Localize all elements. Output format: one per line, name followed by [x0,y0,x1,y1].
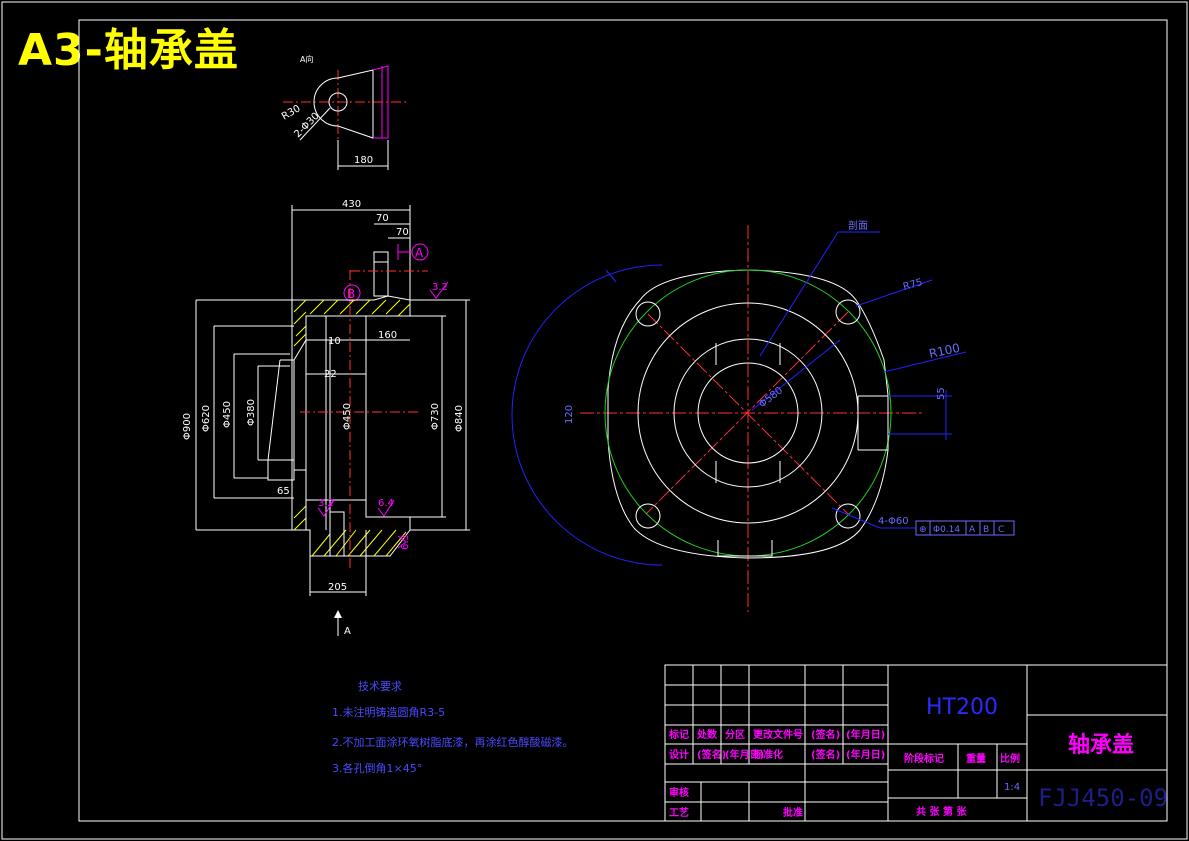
technical-notes: 技术要求 1.未注明铸造圆角R3-5 2.不加工面涂环氧树脂底漆，再涂红色醇酸磁… [332,680,574,775]
svg-text:分区: 分区 [725,728,745,741]
title-block [664,664,1168,822]
section-label: 剖面 [848,219,868,232]
inner-border [78,19,1168,822]
svg-text:处数: 处数 [696,728,718,741]
part-name: 轴承盖 [1068,732,1134,758]
note-item-3: 3.各孔倒角1×45° [332,761,422,775]
sheet-info: 共 张 第 张 [916,805,967,818]
section-marker-a [411,243,429,261]
svg-text:设计: 设计 [669,748,689,761]
svg-text:标准化: 标准化 [752,748,783,761]
dim-430: 430 [342,199,361,210]
dim-70b: 70 [396,227,409,238]
front-view: 剖面 R75 R100 Φ580 55 120 4-Φ60 ⊕ Φ0.14 A … [511,219,1015,612]
svg-text:更改文件号: 更改文件号 [753,728,803,741]
drawing-number: FJJ450-09 [1038,784,1168,812]
svg-text:(签名): (签名) [811,728,840,741]
dim-22: 22 [324,369,337,380]
dim-120: 120 [564,405,575,424]
svg-text:重量: 重量 [966,752,986,765]
svg-text:阶段标记: 阶段标记 [904,752,944,765]
svg-text:Φ0.14: Φ0.14 [933,525,960,535]
dim-phi620: Φ620 [201,405,212,432]
svg-text:比例: 比例 [1000,752,1020,765]
svg-text:(年月日): (年月日) [846,748,885,761]
dim-phi900: Φ900 [182,413,193,440]
svg-text:标记: 标记 [668,728,689,741]
svg-text:(年月日): (年月日) [846,728,885,741]
view-a-detail: A向 180 R30 2-Φ30 [280,54,408,170]
dim-r30: R30 [280,103,303,122]
svg-text:⊕: ⊕ [919,525,927,535]
drawing-title: A3-轴承盖 [18,25,239,76]
note-item-2: 2.不加工面涂环氧树脂底漆，再涂红色醇酸磁漆。 [332,735,574,749]
svg-text:B: B [347,287,355,301]
svg-text:(年月日): (年月日) [725,748,764,761]
svg-text:A: A [969,525,976,535]
dim-r100: R100 [928,341,961,361]
dim-180: 180 [354,155,373,166]
dim-phi450b: Φ450 [342,403,353,430]
dim-phi730: Φ730 [430,403,441,430]
roughness-6.4: 6.4 [378,498,394,509]
section-marker-b [343,284,361,302]
view-arrow-a: A [344,626,351,637]
roughness-3.2-bottom: 3.2 [318,498,334,509]
review-label: 审核 [669,786,689,799]
section-view: 430 70 70 A B [182,199,470,637]
notes-heading: 技术要求 [358,680,402,693]
dim-55: 55 [936,387,947,400]
roughness-6.3: 6.3 [400,534,411,550]
material: HT200 [926,695,998,720]
title-block-text: 标记 处数 分区 更改文件号 (签名) (年月日) 设计 (签名) (年月日) … [668,695,1168,819]
view-a-label: A向 [300,54,313,64]
svg-text:B: B [983,525,989,535]
dim-65: 65 [277,486,290,497]
tolerance-frame: ⊕ Φ0.14 A B C [915,520,1015,536]
dim-10: 10 [328,336,341,347]
svg-text:A: A [415,246,424,260]
dim-phi580: Φ580 [757,385,785,410]
svg-text:(签名): (签名) [811,748,840,761]
dim-205: 205 [328,582,347,593]
process-label: 工艺 [669,806,689,819]
dim-4phi60: 4-Φ60 [878,516,909,527]
roughness-3.2-top: 3.2 [432,282,448,293]
dim-70a: 70 [376,213,389,224]
scale-value: 1:4 [1004,782,1020,793]
dim-phi450: Φ450 [222,401,233,428]
approve-label: 批准 [783,806,803,819]
note-item-1: 1.未注明铸造圆角R3-5 [332,705,445,719]
dim-phi380: Φ380 [246,399,257,426]
dim-160: 160 [378,330,397,341]
svg-text:C: C [998,525,1004,535]
dim-phi840: Φ840 [454,405,465,432]
svg-text:(签名): (签名) [697,748,726,761]
dim-r75: R75 [902,277,924,293]
